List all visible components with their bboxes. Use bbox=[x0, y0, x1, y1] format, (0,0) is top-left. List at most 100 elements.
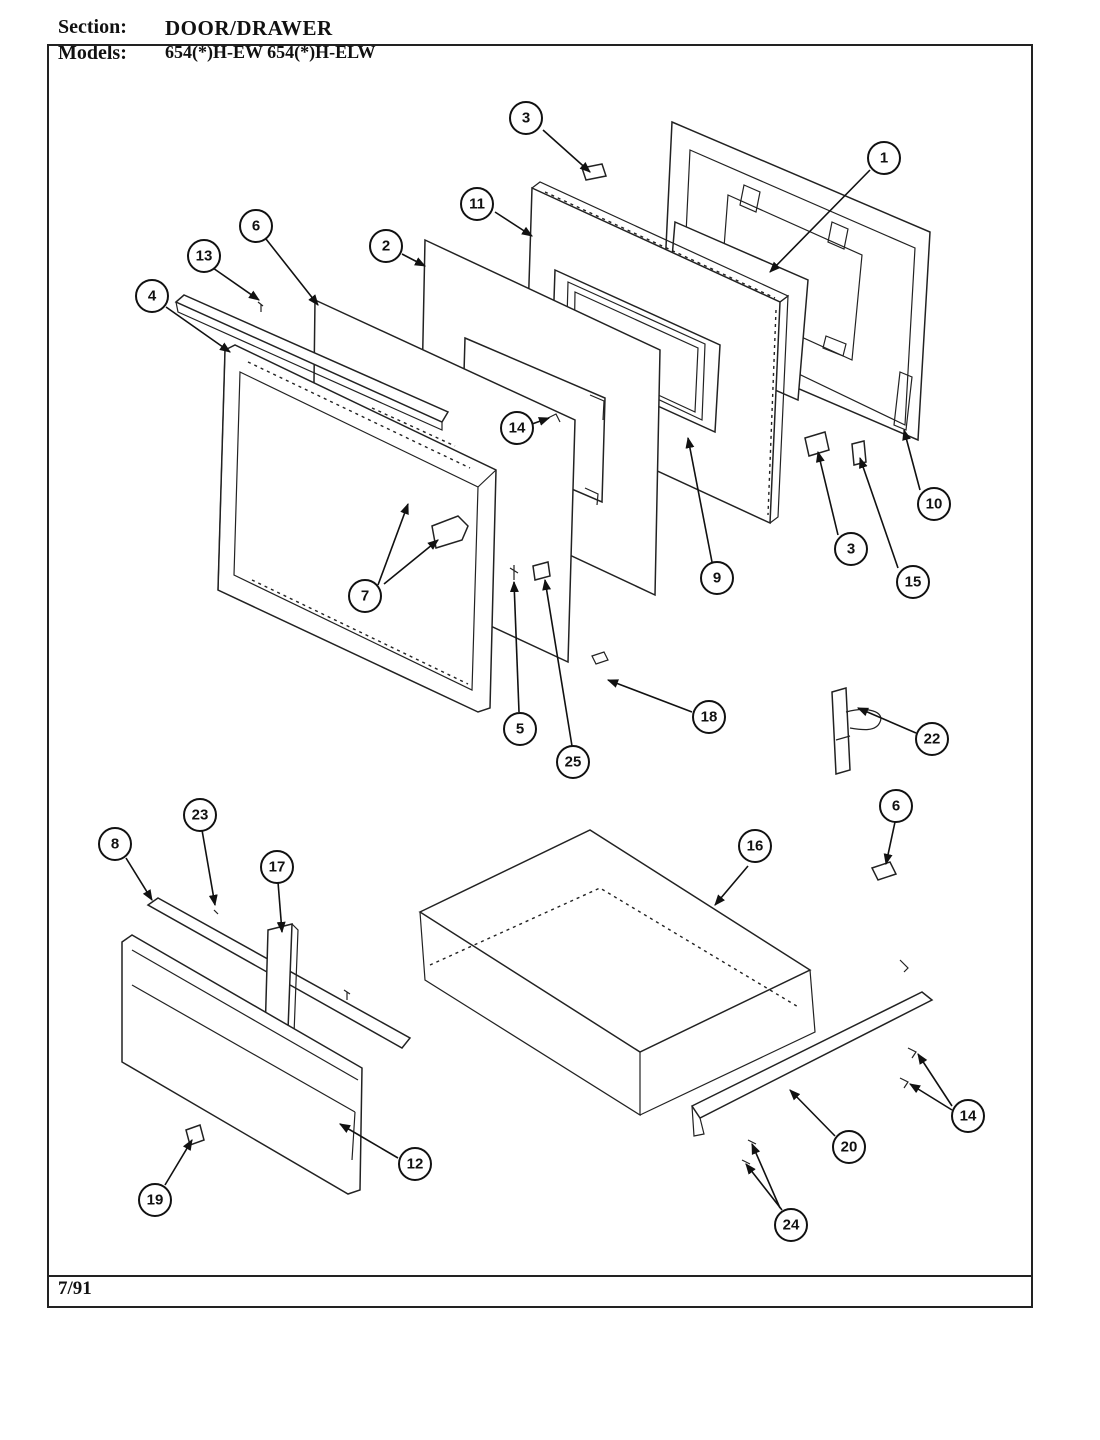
leader-14-door bbox=[531, 417, 551, 426]
leader-23 bbox=[201, 829, 218, 907]
leader-16 bbox=[714, 865, 749, 906]
callout-14-drawer: 14 bbox=[951, 1099, 985, 1133]
door-screw bbox=[547, 413, 561, 423]
leader-1 bbox=[769, 169, 871, 273]
hinge-bracket-side bbox=[804, 431, 830, 457]
section-label: Section: bbox=[58, 16, 127, 38]
leader-3-top bbox=[542, 129, 591, 173]
rail-screw bbox=[343, 989, 351, 1000]
svg-text:16: 16 bbox=[747, 838, 764, 855]
leader-17 bbox=[276, 881, 286, 934]
svg-text:23: 23 bbox=[192, 807, 209, 824]
callout-11: 11 bbox=[460, 187, 494, 221]
svg-text:12: 12 bbox=[407, 1156, 424, 1173]
callout-20: 20 bbox=[832, 1130, 866, 1164]
leader-6 bbox=[265, 238, 319, 306]
svg-text:25: 25 bbox=[565, 754, 582, 771]
leader-3-side bbox=[816, 450, 839, 536]
hinge-spacer bbox=[851, 440, 867, 466]
svg-text:3: 3 bbox=[847, 541, 855, 558]
svg-text:10: 10 bbox=[926, 496, 943, 513]
callout-15: 15 bbox=[896, 565, 930, 599]
svg-text:24: 24 bbox=[783, 1217, 800, 1234]
callout-7: 7 bbox=[348, 579, 382, 613]
leader-11 bbox=[494, 211, 533, 237]
leader-2 bbox=[401, 253, 426, 267]
callout-14-door: 14 bbox=[500, 411, 534, 445]
svg-text:2: 2 bbox=[382, 238, 390, 255]
callout-25: 25 bbox=[556, 745, 590, 779]
svg-text:7: 7 bbox=[361, 588, 369, 605]
drawer-body bbox=[418, 829, 816, 1117]
svg-text:1: 1 bbox=[880, 150, 888, 167]
callout-13: 13 bbox=[187, 239, 221, 273]
callout-6: 6 bbox=[239, 209, 273, 243]
door-stop bbox=[591, 651, 609, 665]
callout-5: 5 bbox=[503, 712, 537, 746]
leader-7b bbox=[383, 539, 439, 585]
callout-22: 22 bbox=[915, 722, 949, 756]
screw-23 bbox=[213, 909, 219, 915]
callout-1: 1 bbox=[867, 141, 901, 175]
rail-screw-upper bbox=[907, 1047, 917, 1059]
drawer-front-panel bbox=[121, 934, 363, 1195]
leader-10 bbox=[902, 428, 921, 491]
callout-2: 2 bbox=[369, 229, 403, 263]
slide-screws bbox=[741, 1139, 757, 1165]
svg-text:4: 4 bbox=[148, 288, 157, 305]
svg-text:3: 3 bbox=[522, 110, 530, 127]
callout-24: 24 bbox=[774, 1208, 808, 1242]
leader-24a bbox=[751, 1142, 781, 1209]
svg-text:15: 15 bbox=[905, 574, 922, 591]
leader-20 bbox=[789, 1089, 836, 1137]
insulation-retainer bbox=[532, 561, 551, 581]
svg-text:9: 9 bbox=[713, 570, 721, 587]
svg-text:6: 6 bbox=[892, 798, 900, 815]
screw-13 bbox=[257, 301, 264, 312]
diagram-frame bbox=[47, 44, 1033, 1308]
drawer-slide-rail bbox=[690, 991, 934, 1137]
leader-19 bbox=[164, 1139, 193, 1186]
leader-22 bbox=[856, 707, 917, 734]
leader-7a bbox=[377, 502, 409, 586]
callout-19: 19 bbox=[138, 1183, 172, 1217]
svg-text:14: 14 bbox=[509, 420, 526, 437]
svg-text:8: 8 bbox=[111, 836, 119, 853]
clip-5 bbox=[509, 565, 519, 580]
leader-24b bbox=[745, 1163, 783, 1211]
leader-8 bbox=[125, 857, 153, 901]
callout-8: 8 bbox=[98, 827, 132, 861]
svg-text:14: 14 bbox=[960, 1108, 977, 1125]
svg-text:11: 11 bbox=[469, 196, 485, 213]
callout-12: 12 bbox=[398, 1147, 432, 1181]
callout-10: 10 bbox=[917, 487, 951, 521]
leader-9 bbox=[685, 436, 713, 563]
leader-25 bbox=[542, 578, 573, 747]
leader-6-drawer bbox=[883, 821, 896, 866]
callout-17: 17 bbox=[260, 850, 294, 884]
svg-text:13: 13 bbox=[196, 248, 213, 265]
leader-4 bbox=[165, 306, 231, 353]
svg-text:20: 20 bbox=[841, 1139, 858, 1156]
door-hinge-assembly bbox=[831, 687, 882, 775]
leader-14a bbox=[917, 1053, 953, 1107]
models-list: 654(*)H-EW 654(*)H-ELW bbox=[165, 42, 376, 62]
svg-text:19: 19 bbox=[147, 1192, 164, 1209]
callout-16: 16 bbox=[738, 829, 772, 863]
drawer-screw bbox=[899, 959, 909, 973]
door-handle-bar bbox=[174, 294, 450, 431]
callout-3-top: 3 bbox=[509, 101, 543, 135]
svg-text:22: 22 bbox=[924, 731, 941, 748]
svg-text:5: 5 bbox=[516, 721, 524, 738]
door-front-frame bbox=[217, 344, 497, 713]
hinge-bracket-top bbox=[581, 163, 607, 181]
leader-18 bbox=[606, 679, 693, 713]
leader-13 bbox=[212, 267, 260, 301]
callout-3-side: 3 bbox=[834, 532, 868, 566]
leader-15 bbox=[859, 456, 899, 569]
leader-12 bbox=[339, 1123, 399, 1159]
rail-screw-lower bbox=[899, 1077, 909, 1089]
revision-date: 7/91 bbox=[58, 1278, 92, 1299]
section-title: DOOR/DRAWER bbox=[165, 16, 333, 40]
